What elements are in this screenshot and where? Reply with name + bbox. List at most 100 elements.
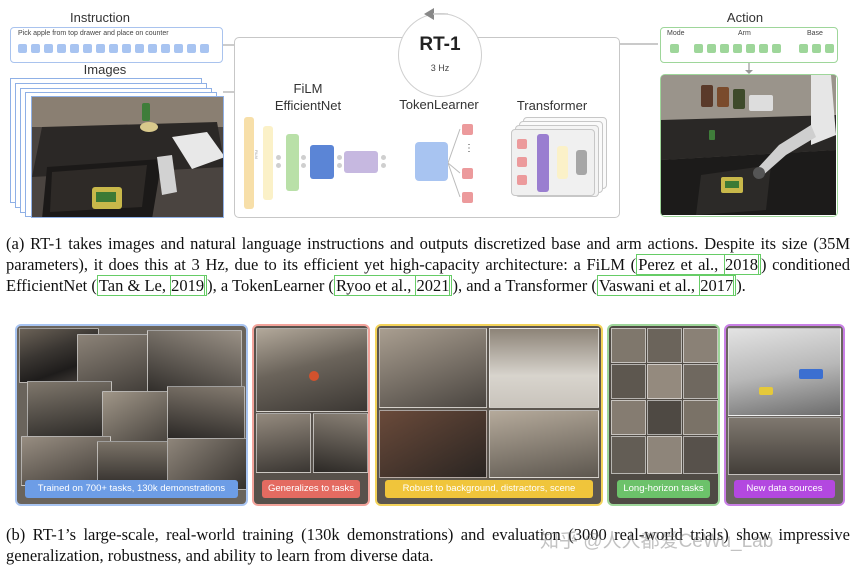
instruction-token (187, 44, 196, 53)
action-base-label: Base (807, 30, 823, 37)
learned-token (462, 192, 473, 203)
action-token-arm (733, 44, 742, 53)
step-thumbnail (611, 400, 646, 435)
instruction-token (44, 44, 53, 53)
tokenlearner-block (415, 142, 448, 181)
step-thumbnail (647, 328, 682, 363)
scene-thumbnail (489, 410, 599, 478)
connector-dot (301, 155, 306, 160)
transformer-label: Transformer (516, 98, 588, 113)
instruction-text: Pick apple from top drawer and place on … (18, 30, 169, 37)
scene-thumbnail (489, 328, 599, 408)
citation-vaswani[interactable]: Vaswani et al., 2017 (596, 275, 737, 296)
scene-thumbnail (379, 328, 487, 408)
action-token-arm (694, 44, 703, 53)
images-label: Images (83, 62, 127, 77)
step-thumbnail (683, 436, 718, 474)
real-thumbnail (728, 417, 841, 475)
input-arrows (223, 44, 234, 93)
rt1-title: RT-1 (419, 34, 461, 55)
caption-a: (a) RT-1 takes images and natural langua… (6, 233, 850, 296)
step-thumbnail (611, 364, 646, 399)
instruction-tokens (18, 44, 218, 54)
gallery-label-long-horizon: Long-horizon tasks (617, 480, 710, 498)
sim-object-icon (759, 387, 773, 395)
citation-authors: Vaswani et al., (598, 276, 696, 295)
sim-object-icon (799, 369, 823, 379)
step-thumbnail (647, 400, 682, 435)
instruction-token (161, 44, 170, 53)
action-tokens (670, 44, 835, 54)
action-token-arm (720, 44, 729, 53)
task-thumbnail (256, 328, 368, 412)
watermark: 知乎 @人人都爱CeWu_Lab (540, 531, 774, 552)
citation-year: 2019 (170, 275, 206, 296)
citation-authors: Perez et al., (638, 255, 719, 274)
caption-b: (b) RT-1’s large-scale, real-world train… (6, 525, 850, 565)
step-thumbnail (647, 364, 682, 399)
step-thumbnail (647, 436, 682, 474)
robot-action-art (661, 75, 836, 215)
connector-dot (381, 163, 386, 168)
action-token-base (812, 44, 821, 53)
gallery-panel-generalization: Generalizes to tasks (252, 324, 370, 506)
citation-perez[interactable]: Perez et al., 2018 (636, 254, 761, 275)
film-efficientnet-label: FiLM EfficientNet (274, 81, 342, 113)
down-arrow-icon (745, 63, 753, 74)
transformer-input-token (517, 157, 527, 167)
step-thumbnail (611, 328, 646, 363)
instruction-token (96, 44, 105, 53)
task-thumbnail (313, 413, 368, 473)
instruction-token (70, 44, 79, 53)
connector-dot (337, 163, 342, 168)
instruction-token (200, 44, 209, 53)
action-token-base (825, 44, 834, 53)
scene-thumbnail (379, 410, 487, 478)
instruction-token (57, 44, 66, 53)
citation-year: 2017 (699, 275, 735, 296)
action-token-arm (759, 44, 768, 53)
gallery-panel-long-horizon: Long-horizon tasks (607, 324, 720, 506)
caption-a-mid3: ), and a Transformer ( (452, 276, 597, 295)
instruction-token (109, 44, 118, 53)
instruction-token (18, 44, 27, 53)
citation-ryoo[interactable]: Ryoo et al., 2021 (333, 275, 453, 296)
output-arrow (620, 43, 658, 45)
gallery-label-training: Trained on 700+ tasks, 130k demonstratio… (25, 480, 238, 498)
connector-dot (301, 163, 306, 168)
film-input-bar (244, 117, 254, 209)
film-layer-bar (263, 126, 273, 200)
instruction-token (83, 44, 92, 53)
film-side-text: FiLM (254, 150, 259, 159)
gallery-panel-training: Trained on 700+ tasks, 130k demonstratio… (15, 324, 248, 506)
film-layer-bar (286, 134, 299, 191)
transformer-input-token (517, 175, 527, 185)
action-arm-label: Arm (738, 30, 751, 37)
action-mode-label: Mode (667, 30, 685, 37)
step-thumbnail (683, 400, 718, 435)
camera-image-art (32, 97, 223, 217)
transformer-output-bar (576, 150, 587, 175)
loop-arrow-icon (424, 8, 448, 20)
learned-token (462, 124, 473, 135)
citation-authors: Tan & Le, (98, 276, 166, 295)
caption-a-mid2: ), a TokenLearner ( (207, 276, 334, 295)
citation-authors: Ryoo et al., (335, 276, 412, 295)
citation-tan[interactable]: Tan & Le, 2019 (96, 275, 208, 296)
token-ellipsis: ⋮ (464, 143, 474, 154)
rt1-rate: 3 Hz (430, 63, 450, 73)
sim-thumbnail (728, 328, 841, 416)
gallery-label-new-data: New data sources (734, 480, 835, 498)
transformer-ffn-bar (557, 146, 568, 179)
caption-a-lead: (a) RT-1 takes images and natural langua… (6, 234, 850, 274)
gallery-panel-robustness: Robust to background, distractors, scene (375, 324, 603, 506)
citation-year: 2018 (723, 254, 759, 275)
step-thumbnail (611, 436, 646, 474)
transformer-input-token (517, 139, 527, 149)
task-thumbnail (256, 413, 311, 473)
caption-a-mid1: ) conditioned EfficientNet ( (6, 255, 851, 295)
gallery-panel-new-data: New data sources (724, 324, 845, 506)
instruction-token (174, 44, 183, 53)
transformer-layer (511, 129, 595, 196)
transformer-attention-bar (537, 134, 549, 192)
